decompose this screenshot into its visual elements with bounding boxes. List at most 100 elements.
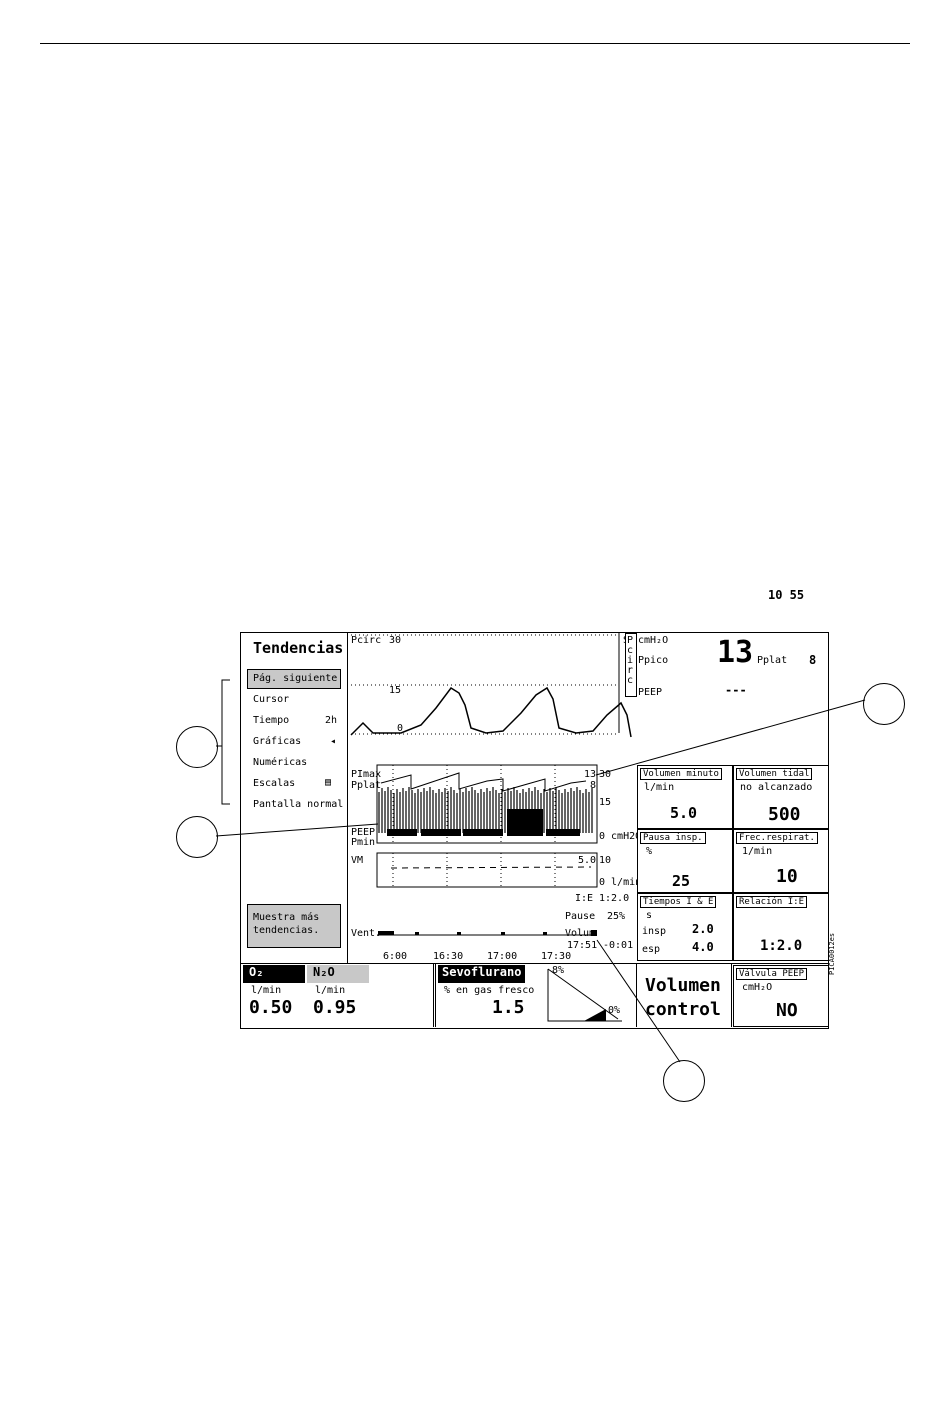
hint-box: Muestra más tendencias. xyxy=(247,904,341,948)
pcirc-vertical-label: Pcirc xyxy=(627,635,634,686)
cell-unit: 1/min xyxy=(742,846,773,857)
esp-value: 4.0 xyxy=(692,940,714,954)
cell-pausa-insp: Pausa insp. % 25 xyxy=(637,829,733,893)
time-axis-1: 6:00 xyxy=(383,951,408,962)
menu-item-numerics[interactable]: Numéricas xyxy=(253,757,308,768)
pcirc-scale-0: 0 xyxy=(397,723,404,734)
cell-unit: l/min xyxy=(644,782,675,793)
vm-label: VM xyxy=(351,855,364,866)
esp-label: esp xyxy=(642,944,661,955)
o2-unit: l/min xyxy=(251,985,282,996)
scales-icon: ▤ xyxy=(325,777,332,788)
callout-4 xyxy=(663,1060,705,1102)
vent-label: Vent. xyxy=(351,928,382,939)
menu-item-scales[interactable]: Escalas xyxy=(253,778,296,789)
hint-text: Muestra más tendencias. xyxy=(253,912,320,936)
figure-code: PICA0012es xyxy=(828,932,836,975)
trend-scale-15: 15 xyxy=(599,797,612,808)
cell-tiempos: Tiempos I & E s insp 2.0 esp 4.0 xyxy=(637,893,733,961)
sevo-label: Sevoflurano xyxy=(438,965,526,983)
pimax-label: PImax xyxy=(351,769,382,780)
peep-trend-label: PEEP xyxy=(351,827,376,838)
pcirc-scale-15: 15 xyxy=(389,685,402,696)
pmin-label: Pmin xyxy=(351,837,376,848)
cell-value: NO xyxy=(776,1000,798,1021)
mode-line-1: Volumen xyxy=(645,975,721,996)
cell-title: Relación I:E xyxy=(736,896,808,908)
cell-valvula-peep: Válvula PEEP cmH₂O NO xyxy=(733,965,829,1027)
clock: 10 55 xyxy=(768,588,805,602)
callout-2 xyxy=(176,816,218,858)
callout-1 xyxy=(176,726,218,768)
pause-value: 25% xyxy=(607,911,626,922)
time-axis-2: 16:30 xyxy=(433,951,464,962)
time-axis-4: 17:30 xyxy=(541,951,572,962)
vaporizer-ramp-gauge xyxy=(547,968,622,1022)
cell-title: Pausa insp. xyxy=(640,832,706,844)
ie-value: 1:2.0 xyxy=(599,893,630,904)
cell-relacion-ie: Relación I:E 1:2.0 xyxy=(733,893,829,961)
menu-item-next-page[interactable]: Pág. siguiente xyxy=(253,673,338,684)
menu-item-graphs[interactable]: Gráficas xyxy=(253,736,302,747)
pcirc-scale-30: 30 xyxy=(389,635,402,646)
menu-item-cursor[interactable]: Cursor xyxy=(253,694,290,705)
insp-label: insp xyxy=(642,926,667,937)
mode-panel[interactable]: Volumen control xyxy=(637,963,732,1027)
cell-value: 500 xyxy=(768,804,801,825)
cell-unit: cmH₂O xyxy=(742,982,773,993)
cell-volumen-minuto: Volumen minuto l/min 5.0 xyxy=(637,765,733,829)
vent-mode: Volum xyxy=(565,928,596,939)
pressure-trend-chart xyxy=(376,764,598,936)
n2o-unit: l/min xyxy=(315,985,346,996)
o2-value: 0.50 xyxy=(249,997,293,1018)
n2o-label: N₂O xyxy=(307,965,369,983)
vm-scale-0: 0 l/min xyxy=(599,877,642,888)
cell-value: 1:2.0 xyxy=(760,938,803,954)
o2-label: O₂ xyxy=(243,965,305,983)
pplat-value: 8 xyxy=(809,653,817,667)
menu-item-normal-screen[interactable]: Pantalla normal xyxy=(253,799,344,810)
n2o-value: 0.95 xyxy=(313,997,357,1018)
pcirc-label: Pcirc xyxy=(351,635,382,646)
cell-value: 5.0 xyxy=(670,804,698,822)
selected-item-highlight[interactable] xyxy=(247,669,341,689)
pcirc-vertical-tab: Pcirc xyxy=(625,633,637,697)
cursor-time: 17:51 xyxy=(567,940,598,951)
trend-val-13: 13 xyxy=(584,769,597,780)
cell-value: 10 xyxy=(776,866,798,887)
gas-flow-panel: O₂ N₂O l/min l/min 0.50 0.95 xyxy=(241,963,434,1027)
cell-title: Volumen tidal xyxy=(736,768,813,780)
cursor-offset: -0:01 xyxy=(603,940,634,951)
peep-value: --- xyxy=(725,683,747,697)
menu-item-time[interactable]: Tiempo xyxy=(253,715,290,726)
ppico-label: Ppico xyxy=(638,655,669,666)
sevo-sub: % en gas fresco xyxy=(444,985,535,996)
menu-time-value: 2h xyxy=(325,715,338,726)
callout-3 xyxy=(863,683,905,725)
mode-line-2: control xyxy=(645,999,721,1020)
time-axis-3: 17:00 xyxy=(487,951,518,962)
sevo-value: 1.5 xyxy=(492,997,525,1018)
pause-label: Pause xyxy=(565,911,596,922)
ventilator-screen: Tendencias Pág. siguiente Cursor Tiempo … xyxy=(240,632,829,1029)
vm-scale-10: 10 xyxy=(599,855,612,866)
peep-label: PEEP xyxy=(638,687,663,698)
cell-title: Frec.respirat. xyxy=(736,832,818,844)
vm-value: 5.0 xyxy=(578,855,597,866)
cell-unit: % xyxy=(646,846,653,857)
cell-title: Tiempos I & E xyxy=(640,896,717,908)
pressure-unit: cmH₂O xyxy=(638,635,669,646)
cell-sub: no alcanzado xyxy=(740,782,813,793)
sevo-max: 8% xyxy=(552,965,565,976)
vaporizer-panel: Sevoflurano % en gas fresco 1.5 8% 0% xyxy=(435,963,637,1027)
trend-menu: Tendencias Pág. siguiente Cursor Tiempo … xyxy=(241,633,348,963)
ie-label: I:E xyxy=(575,893,594,904)
bottom-divider xyxy=(241,963,828,964)
header-rule xyxy=(40,43,910,44)
cell-frec-respirat: Frec.respirat. 1/min 10 xyxy=(733,829,829,893)
pplat-trend-label: Pplat xyxy=(351,780,382,791)
cell-value: 25 xyxy=(672,872,691,890)
trend-scale-0: 0 cmH2O xyxy=(599,831,642,842)
insp-value: 2.0 xyxy=(692,922,714,936)
